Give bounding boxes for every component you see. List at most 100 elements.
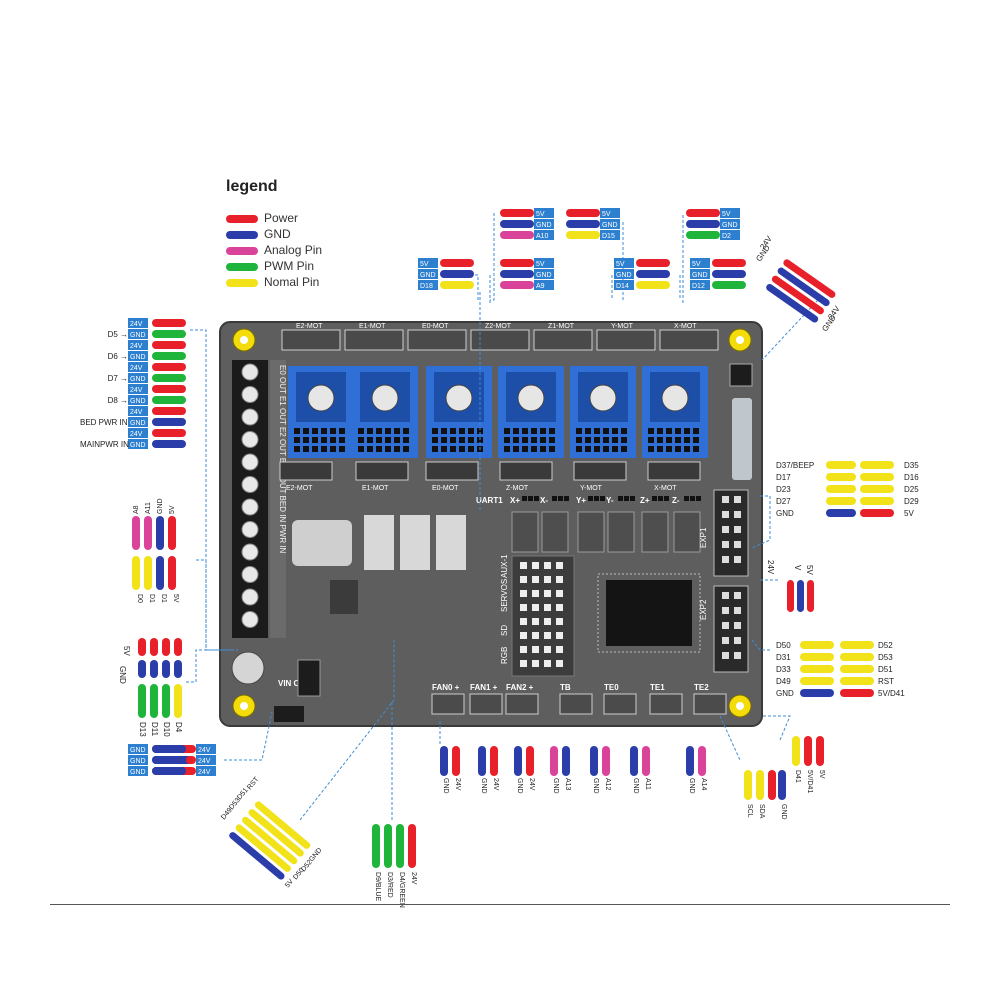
jumper-pin xyxy=(376,446,382,452)
wire xyxy=(440,259,474,267)
pin-tag-label: 24V xyxy=(130,387,143,394)
pin-tag-label: GND xyxy=(130,442,146,449)
pin-tag xyxy=(534,208,554,218)
pin-label: A8 xyxy=(133,505,140,514)
wire xyxy=(132,556,140,590)
wire xyxy=(500,259,534,267)
aux-pin xyxy=(544,562,551,569)
jumper-pin xyxy=(432,446,438,452)
pin-label: 24V xyxy=(410,872,417,885)
pin-label: D0 xyxy=(136,594,143,603)
terminal-screw xyxy=(241,611,259,628)
pin-tag-label: GND xyxy=(130,420,146,427)
exp-pin xyxy=(722,496,729,503)
pin-label: D1 xyxy=(160,594,167,603)
endstop-connector xyxy=(673,511,701,553)
wire xyxy=(152,407,186,415)
jumper-pin xyxy=(441,446,447,452)
aux-pin xyxy=(556,660,563,667)
aux-pin xyxy=(532,590,539,597)
pin-label: D9/BLUE xyxy=(374,872,381,902)
exp1-right-label: D16 xyxy=(904,473,919,482)
pin-tag-label: A9 xyxy=(536,283,545,290)
motor-label: Z1-MOT xyxy=(548,323,575,330)
wire xyxy=(840,689,874,697)
jumper-pin xyxy=(513,437,519,443)
wire xyxy=(630,746,638,776)
pin-tag xyxy=(128,744,148,754)
wire xyxy=(152,352,186,360)
jumper-pin xyxy=(294,428,300,434)
exp-pin xyxy=(734,607,741,614)
pin-label: A14 xyxy=(700,778,707,791)
jumper-pin xyxy=(531,446,537,452)
pin-tag xyxy=(128,340,148,350)
jumper-pin xyxy=(385,428,391,434)
wire xyxy=(152,374,186,382)
exp-pin xyxy=(734,511,741,518)
mcu-pins xyxy=(597,573,701,653)
endstop-connector xyxy=(541,511,569,553)
wire xyxy=(840,641,874,649)
legend-swatch xyxy=(226,262,258,271)
mount-hole-center xyxy=(240,336,248,344)
wire xyxy=(777,267,830,307)
jumper-pin xyxy=(666,446,672,452)
heatsink xyxy=(307,384,335,412)
wire xyxy=(144,556,152,590)
aux-block xyxy=(511,555,575,677)
exp1-right-label: 5V xyxy=(904,509,914,518)
leader-line xyxy=(762,715,791,741)
terminal-screw xyxy=(241,453,259,471)
motor-connector xyxy=(425,461,479,481)
legend-swatch xyxy=(226,278,258,287)
motor-label: E2-MOT xyxy=(296,323,323,330)
jumper-pin xyxy=(459,446,465,452)
pin-tag-label: 24V xyxy=(130,321,143,328)
wire xyxy=(712,259,746,267)
exp1-right-label: D25 xyxy=(904,485,919,494)
pin-tag-label: D12 xyxy=(692,283,705,290)
wire xyxy=(440,746,448,776)
jumper-pin xyxy=(403,446,409,452)
jumper-pin xyxy=(339,437,345,443)
motor-label: E1-MOT xyxy=(359,323,386,330)
wire xyxy=(514,746,522,776)
jumper-pin xyxy=(376,428,382,434)
aux-pin xyxy=(544,618,551,625)
wire xyxy=(826,509,856,517)
fan-connector xyxy=(505,693,539,715)
pin-label: GND xyxy=(157,498,164,514)
fan-label: TE1 xyxy=(650,683,665,692)
pin-tag-label: 24V xyxy=(198,769,211,776)
jumper-pin xyxy=(594,446,600,452)
endstop-pin xyxy=(552,496,557,501)
aux-pin xyxy=(556,576,563,583)
jumper-pin xyxy=(612,437,618,443)
heatsink xyxy=(371,384,399,412)
heatsink xyxy=(661,384,689,412)
sd-wires xyxy=(229,801,311,880)
exp-pin xyxy=(734,526,741,533)
motor-label: E1-MOT xyxy=(362,485,389,492)
jumper-pin xyxy=(450,437,456,443)
jumper-pin xyxy=(675,437,681,443)
wire xyxy=(152,418,186,426)
pin-tag-label: D2 xyxy=(722,233,731,240)
exp2-header xyxy=(713,585,749,673)
jumper-pin xyxy=(531,428,537,434)
jumper-pin xyxy=(385,437,391,443)
legend-label: Analog Pin xyxy=(264,243,323,257)
wire xyxy=(242,816,298,865)
wire xyxy=(800,689,834,697)
jumper-pin xyxy=(330,446,336,452)
jumper-pin xyxy=(450,428,456,434)
jumper-pin xyxy=(358,446,364,452)
motor-label: Y-MOT xyxy=(580,485,603,492)
jumper-pin xyxy=(693,446,699,452)
jumper-pin xyxy=(468,428,474,434)
jumper-pin xyxy=(576,446,582,452)
jumper-pin xyxy=(468,437,474,443)
leader-line xyxy=(751,495,771,549)
pin-label: RST xyxy=(246,776,261,792)
